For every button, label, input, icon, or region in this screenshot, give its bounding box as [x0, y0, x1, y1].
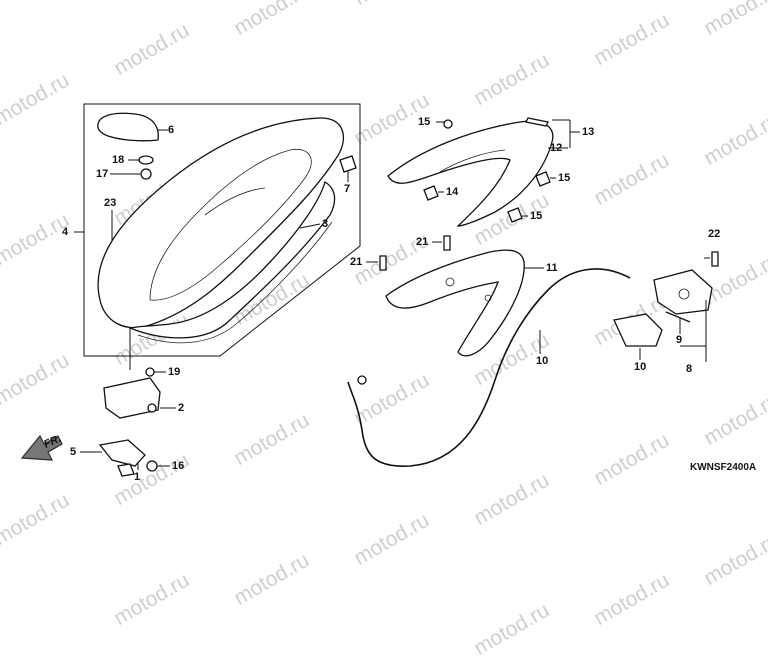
- spring-9-shape: [665, 311, 691, 323]
- callout-2: 2: [178, 402, 185, 414]
- callout-16: 15: [418, 116, 431, 128]
- callout-9: 9: [676, 334, 683, 346]
- seat-group-outline: [83, 103, 361, 357]
- seat-pan-rim: [137, 221, 333, 344]
- callout-15b: 15: [558, 172, 571, 184]
- callout-17: 16: [172, 460, 185, 472]
- callout-3: 3: [322, 218, 329, 230]
- seat-pan: [127, 181, 336, 339]
- watermark-text: motod.ru: [470, 598, 554, 660]
- callout-8: 8: [686, 363, 693, 375]
- callout-23: 23: [104, 197, 117, 209]
- callout-10: 10: [634, 361, 647, 373]
- callout-22: 22: [708, 228, 721, 240]
- lock-cable: [347, 268, 631, 467]
- seat-cushion: [97, 117, 344, 329]
- bolt-16-shape: [443, 119, 453, 129]
- grab-rail: [387, 120, 554, 227]
- watermark-text: motod.ru: [590, 568, 674, 630]
- callout-15c: 15: [530, 210, 543, 222]
- seat-lock-hole: [678, 288, 690, 300]
- callout-18: 17: [96, 168, 109, 180]
- seat-hinge: [103, 377, 161, 419]
- callout-19: 18: [112, 154, 125, 166]
- watermark-text: motod.ru: [110, 568, 194, 630]
- seat-cushion-contour: [149, 148, 312, 301]
- clip-1-shape: [117, 463, 135, 477]
- callout-13: 12: [550, 142, 563, 154]
- seat-bracket: [385, 249, 525, 357]
- hinge-bracket: [98, 439, 146, 467]
- diagram-drawing: [20, 103, 719, 477]
- callout-12: 11: [546, 262, 558, 274]
- grab-rail-inner: [439, 149, 506, 173]
- clip-15a-shape: [423, 185, 439, 201]
- callout-11: 10: [536, 355, 549, 367]
- cable-end: [357, 375, 367, 385]
- callout-15a: 14: [446, 186, 459, 198]
- bolt-22-shape: [711, 251, 719, 267]
- clip-15c-shape: [507, 207, 523, 223]
- grab-rail-cap: [525, 117, 549, 127]
- callout-1: 1: [134, 471, 141, 483]
- leader-lines: [74, 119, 710, 470]
- lock-bracket-10: [613, 313, 663, 347]
- callout-14: 13: [582, 126, 595, 138]
- callout-4: 4: [62, 226, 69, 238]
- bracket-hole: [445, 277, 455, 287]
- seat-cover-piece: [97, 112, 159, 142]
- callout-21a: 21: [350, 256, 363, 268]
- seat-lock: [653, 269, 713, 315]
- bolt-21a-shape: [379, 255, 387, 271]
- callout-6: 6: [168, 124, 175, 136]
- nut-18-shape: [140, 168, 152, 180]
- bolt-21b-shape: [443, 235, 451, 251]
- seat-cushion-seam: [204, 187, 266, 216]
- bracket-hole-2: [484, 294, 492, 302]
- callout-21b: 21: [416, 236, 429, 248]
- callout-5: 5: [70, 446, 77, 458]
- diagram-code: KWNSF2400A: [690, 462, 757, 473]
- callout-20: 19: [168, 366, 181, 378]
- rubber-7-shape: [339, 155, 357, 173]
- hinge-hole: [147, 403, 157, 413]
- clip-15b-shape: [535, 171, 551, 187]
- callout-7: 7: [344, 183, 351, 195]
- front-arrow: [20, 434, 63, 461]
